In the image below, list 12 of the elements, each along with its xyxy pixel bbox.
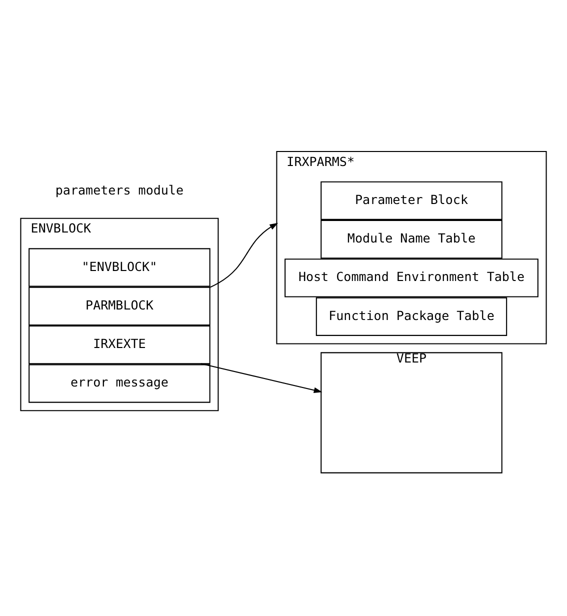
- arrow: [200, 363, 322, 394]
- node-box: VEEP: [320, 352, 502, 474]
- node-box: "ENVBLOCK": [28, 248, 210, 287]
- node-box: PARMBLOCK: [28, 286, 210, 326]
- label: parameters module: [55, 182, 184, 198]
- node-box: Host Command Environment Table: [284, 258, 538, 298]
- node-box: Parameter Block: [320, 181, 502, 220]
- node-box: IRXEXTE: [28, 326, 210, 364]
- node-box: Module Name Table: [320, 220, 502, 259]
- node-box: error message: [28, 364, 210, 403]
- arrow: [210, 222, 278, 288]
- node-box: Function Package Table: [316, 297, 508, 336]
